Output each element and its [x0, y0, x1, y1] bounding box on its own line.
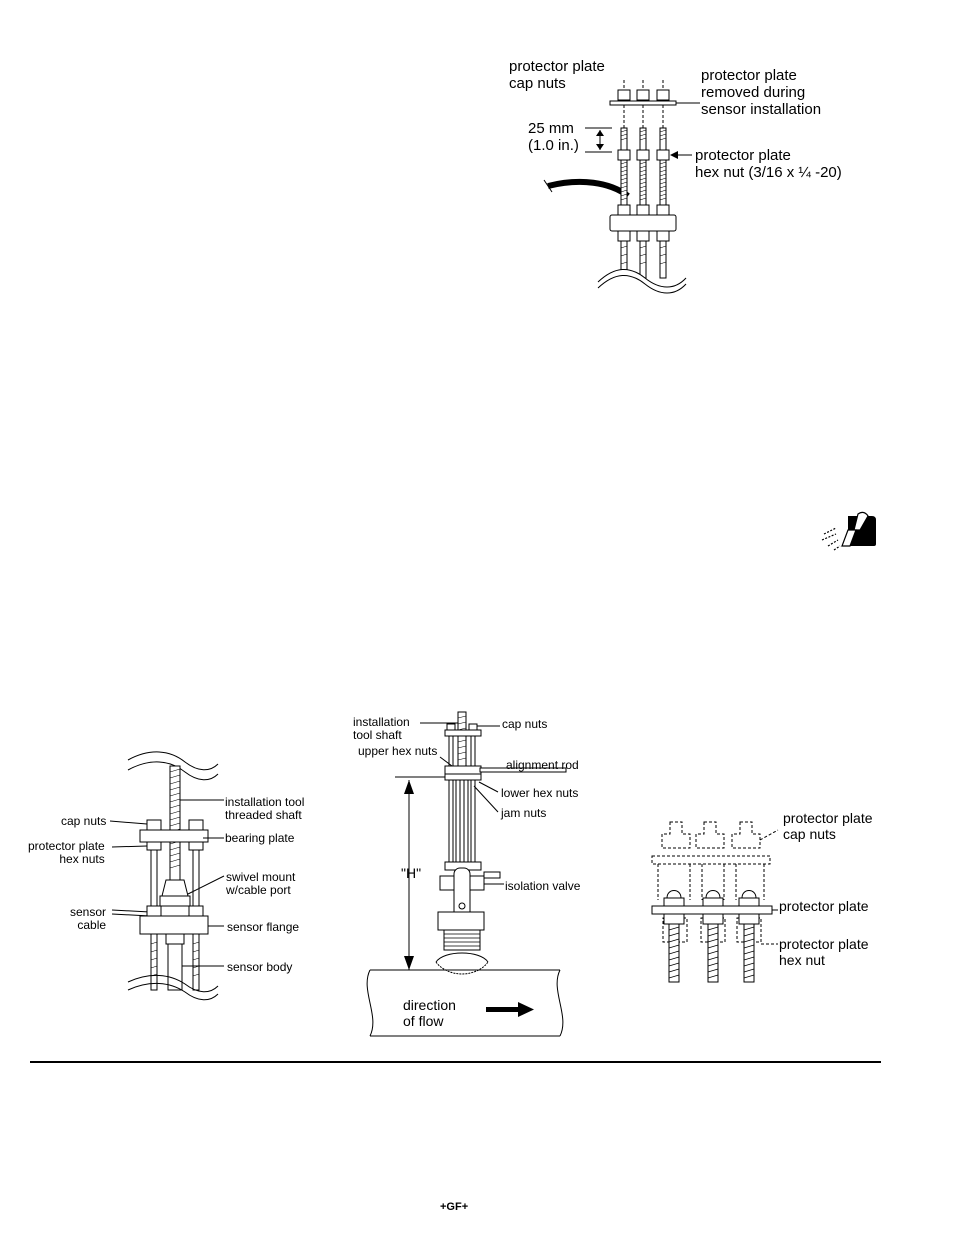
- caution-hand-icon: [821, 511, 876, 551]
- label-cap-nuts-left: cap nuts: [61, 814, 107, 828]
- label-sensor-flange: sensor flange: [227, 920, 300, 934]
- label-protector-plate-cap-nuts-right: protector plate cap nuts: [783, 810, 873, 842]
- label-cap-nuts-middle: cap nuts: [502, 717, 548, 731]
- label-protector-plate-hex-nut: protector plate hex nut (3/16 x ¼ -20): [695, 147, 842, 181]
- label-sensor-body: sensor body: [227, 960, 293, 974]
- footer-divider: [30, 1061, 881, 1063]
- label-protector-plate-removed: protector plate removed during sensor in…: [701, 67, 822, 118]
- label-protector-plate-hex-nut-right: protector plate hex nut: [779, 936, 869, 968]
- label-isolation-valve: isolation valve: [505, 879, 581, 893]
- label-swivel-mount: swivel mount w/cable port: [226, 870, 296, 898]
- label-lower-hex-nuts: lower hex nuts: [501, 786, 579, 800]
- label-bearing-plate: bearing plate: [225, 831, 295, 845]
- label-protector-plate-hex-nuts: protector plate hex nuts: [28, 839, 105, 867]
- footer-logo: +GF+: [440, 1201, 469, 1213]
- label-jam-nuts: jam nuts: [501, 806, 547, 820]
- label-dimension-25mm: 25 mm (1.0 in.): [528, 120, 579, 154]
- label-upper-hex-nuts: upper hex nuts: [358, 744, 438, 758]
- label-alignment-rod: alignment rod: [506, 758, 579, 772]
- label-protector-plate-right: protector plate: [779, 898, 869, 914]
- label-sensor-cable: sensor cable: [70, 905, 107, 933]
- label-installation-tool-shaft: installation tool shaft: [353, 715, 410, 743]
- top-protector-plate-diagram: [543, 80, 700, 294]
- protector-plate-reinstall-diagram: [651, 821, 779, 983]
- label-h-dimension: "H": [401, 865, 422, 881]
- label-protector-plate-cap-nuts: protector plate cap nuts: [509, 58, 605, 92]
- sensor-installation-tool-diagram: [109, 751, 225, 1001]
- label-installation-tool-threaded-shaft: installation tool threaded shaft: [225, 795, 305, 823]
- isolation-valve-installation-diagram: [366, 711, 567, 1037]
- label-direction-of-flow: direction of flow: [403, 997, 456, 1029]
